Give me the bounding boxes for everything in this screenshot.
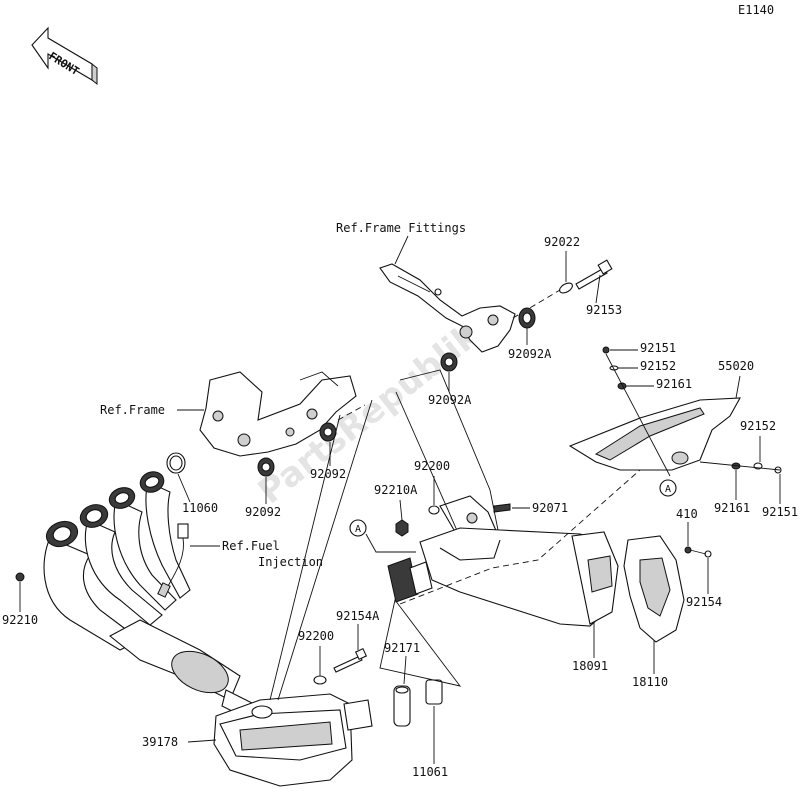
oxygen-sensor — [157, 523, 189, 598]
part-label-92154: 92154 — [686, 595, 722, 609]
part-label-92153: 92153 — [586, 303, 622, 317]
grommet-92092-left — [257, 457, 275, 477]
grommet-92092a-upper — [518, 307, 536, 329]
bolt-92154a — [333, 647, 368, 673]
ref-frame-fittings-label: Ref.Frame Fittings — [336, 221, 466, 235]
part-label-92210a: 92210A — [374, 483, 418, 497]
frame-fittings-bracket — [379, 263, 516, 353]
part-label-11060: 11060 — [182, 501, 218, 515]
part-label-18110: 18110 — [632, 675, 668, 689]
header-flange-2 — [79, 504, 109, 528]
part-label-92161-right: 92161 — [714, 501, 750, 515]
header-flange-1 — [45, 520, 79, 548]
ref-fuel-label-line1: Ref.Fuel — [222, 539, 280, 553]
front-direction-arrow: FRONT — [31, 26, 98, 86]
gasket-11060 — [166, 452, 186, 474]
bolt-92153 — [575, 259, 613, 290]
part-label-18091: 18091 — [572, 659, 608, 673]
part-label-39178: 39178 — [142, 735, 178, 749]
washer-92022 — [559, 282, 573, 294]
part-label-92151-upper: 92151 — [640, 341, 676, 355]
nut-92210 — [15, 572, 25, 582]
part-label-92092-left: 92092 — [245, 505, 281, 519]
exhaust-header-pipes — [43, 481, 263, 725]
ref-marker-a-right: A — [659, 479, 677, 497]
washer-92200-lower — [313, 675, 327, 685]
part-label-92092-right: 92092 — [310, 467, 346, 481]
part-label-92071: 92071 — [532, 501, 568, 515]
part-label-92092a-lower: 92092A — [428, 393, 472, 407]
header-flange-3 — [108, 487, 136, 509]
ref-marker-a-right-label: A — [665, 484, 671, 495]
grommet-92071 — [493, 503, 511, 513]
page-code: E1140 — [738, 3, 774, 17]
part-label-92161-upper: 92161 — [656, 377, 692, 391]
nut-92210a — [395, 519, 409, 537]
part-label-92152-right: 92152 — [740, 419, 776, 433]
washer-92200-upper — [428, 505, 440, 515]
part-label-92171: 92171 — [384, 641, 420, 655]
ref-marker-a-left-label: A — [355, 524, 361, 535]
part-label-92152-upper: 92152 — [640, 359, 676, 373]
part-label-92200-upper: 92200 — [414, 459, 450, 473]
part-label-55020: 55020 — [718, 359, 754, 373]
screw-92151-upper — [602, 346, 610, 354]
part-label-92092a-upper: 92092A — [508, 347, 552, 361]
part-label-92210: 92210 — [2, 613, 38, 627]
heat-guard-55020 — [568, 397, 741, 471]
ref-marker-a-left: A — [349, 519, 416, 553]
part-label-410: 410 — [676, 507, 698, 521]
silencer-18091 — [387, 527, 619, 627]
part-label-92154a: 92154A — [336, 609, 380, 623]
frame-section — [199, 371, 357, 457]
header-flange-4 — [139, 471, 165, 493]
bolt-92154 — [689, 549, 712, 558]
ref-fuel-label-line2: Injection — [258, 555, 323, 569]
part-label-92022: 92022 — [544, 235, 580, 249]
ref-frame-label: Ref.Frame — [100, 403, 165, 417]
rubber-11061 — [425, 679, 443, 705]
grommet-92092-right — [319, 422, 337, 442]
grommet-92092a-lower — [440, 352, 458, 372]
part-label-11061: 11061 — [412, 765, 448, 779]
clamp-92171 — [393, 685, 411, 727]
part-label-92151-right: 92151 — [762, 505, 798, 519]
silencer-cover-18110 — [623, 535, 685, 643]
muffler-chamber-39178 — [213, 693, 373, 787]
part-label-92200-lower: 92200 — [298, 629, 334, 643]
